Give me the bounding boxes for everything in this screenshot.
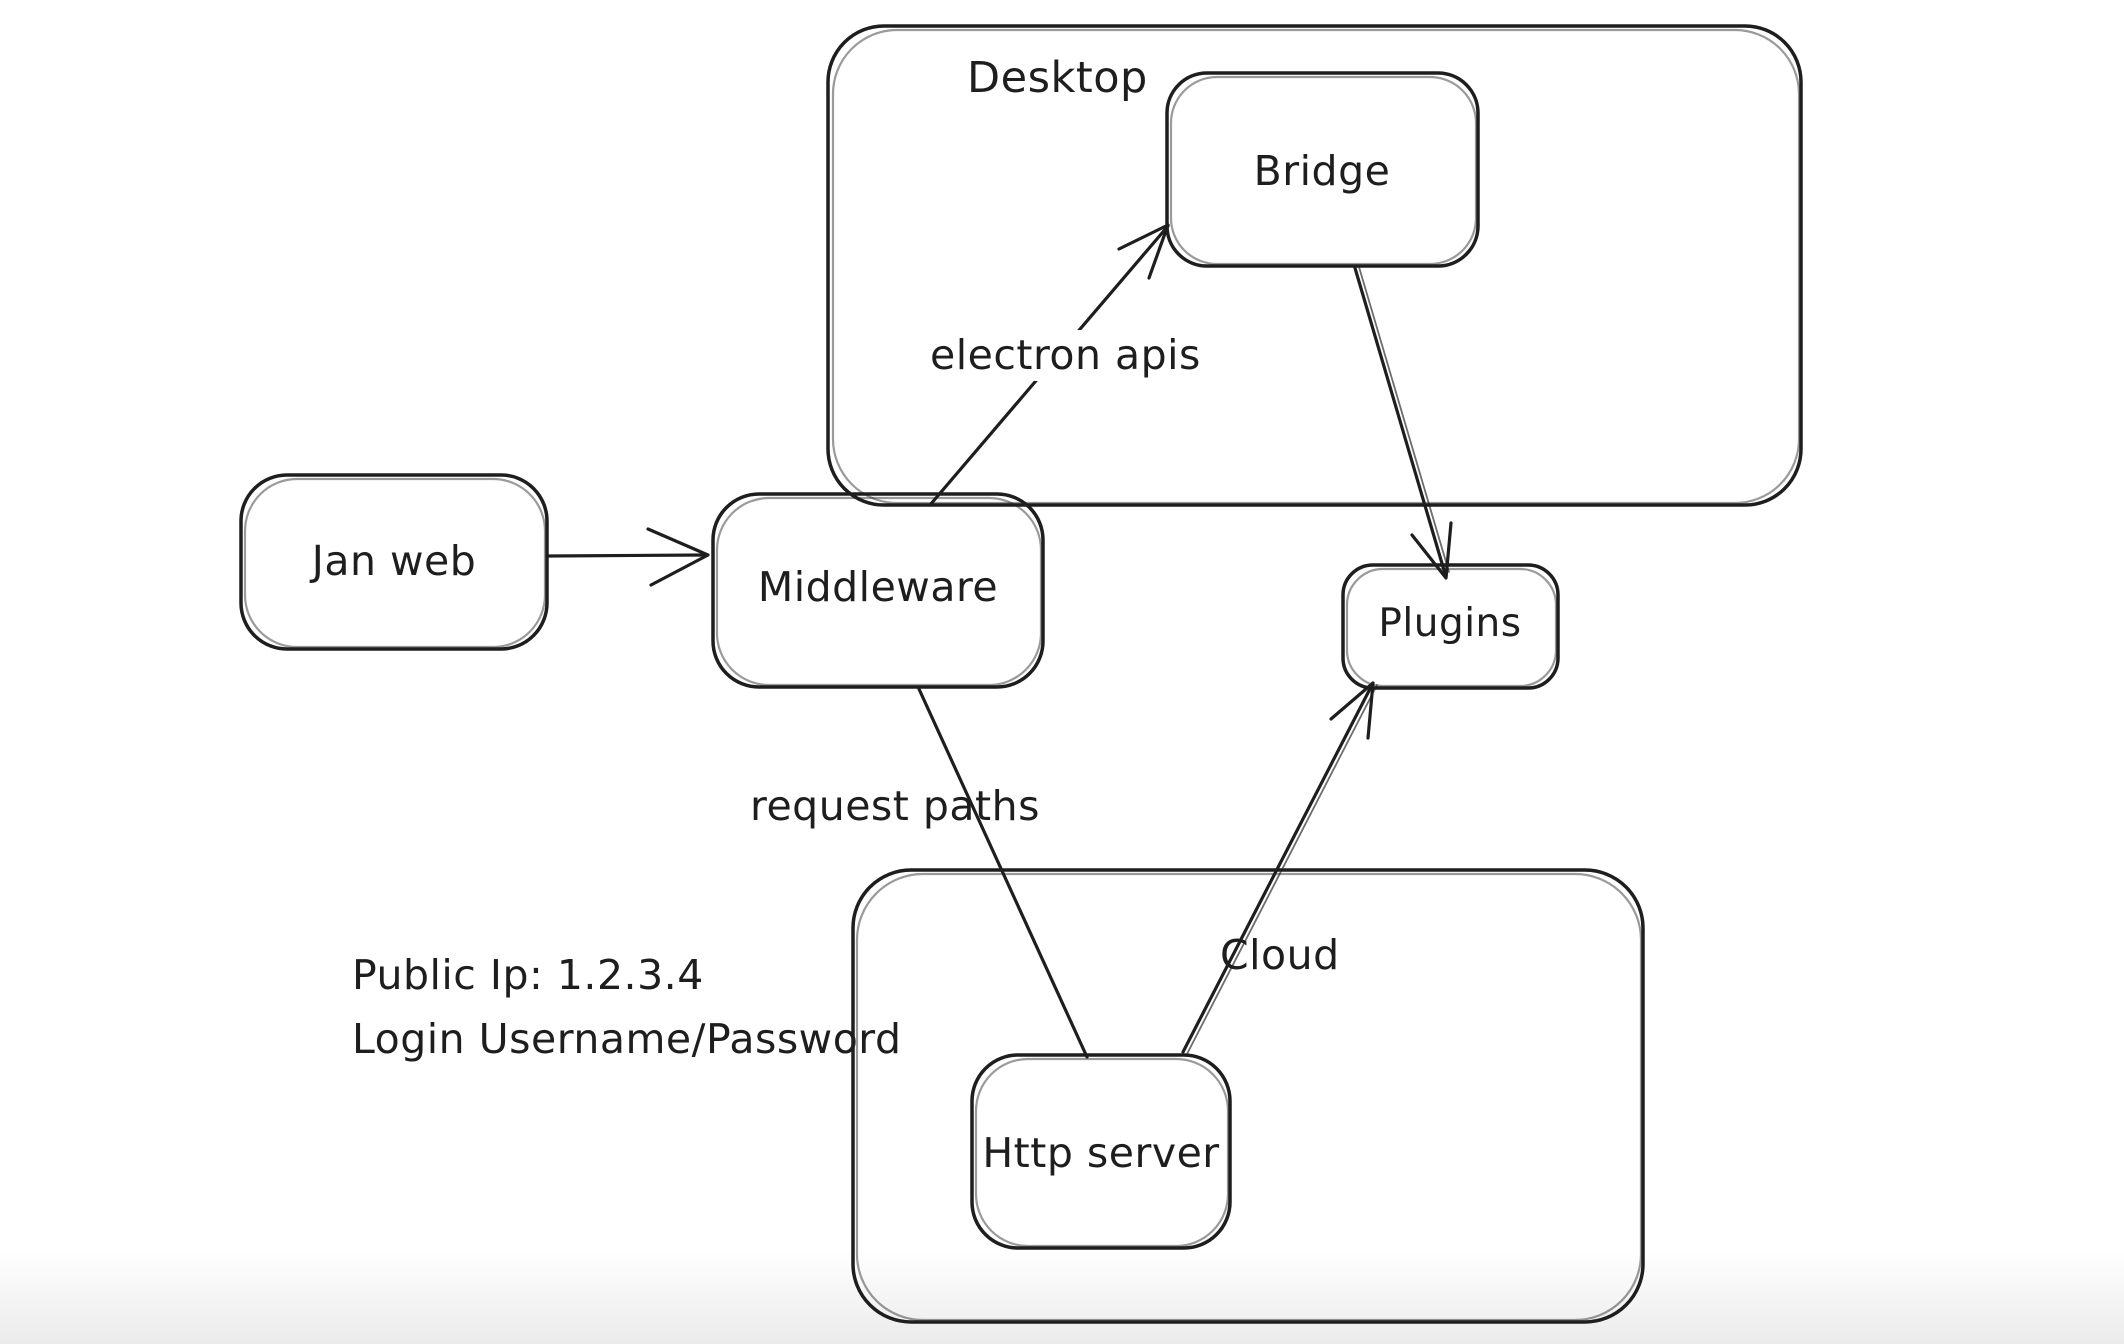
http-server-node-box bbox=[970, 1053, 1232, 1250]
cloud-container-label: Cloud bbox=[1220, 931, 1340, 979]
bridge-node-box bbox=[1165, 71, 1480, 268]
note-login: Login Username/Password bbox=[352, 1015, 902, 1063]
arrow-middleware-to-httpserver bbox=[917, 687, 1089, 1059]
http-server-node-label: Http server bbox=[982, 1129, 1220, 1177]
edge-label-request-paths: request paths bbox=[750, 782, 1040, 830]
arrow-bridge-to-plugins bbox=[1353, 266, 1453, 580]
bridge-node-label: Bridge bbox=[1253, 147, 1391, 195]
desktop-container-box bbox=[826, 24, 1803, 507]
plugins-node-box bbox=[1341, 563, 1560, 690]
middleware-node-box bbox=[711, 492, 1045, 689]
jan-web-node-label: Jan web bbox=[311, 537, 477, 585]
middleware-node-label: Middleware bbox=[757, 563, 999, 611]
edge-label-electron-apis: electron apis bbox=[922, 330, 1209, 382]
note-public-ip: Public Ip: 1.2.3.4 bbox=[352, 951, 704, 999]
arrow-janweb-to-middleware bbox=[547, 527, 710, 587]
cloud-container-box bbox=[851, 868, 1645, 1324]
plugins-node-label: Plugins bbox=[1378, 601, 1522, 646]
jan-web-node-box bbox=[239, 473, 549, 651]
arrow-httpserver-to-plugins bbox=[1181, 681, 1378, 1055]
desktop-container-label: Desktop bbox=[967, 53, 1148, 103]
